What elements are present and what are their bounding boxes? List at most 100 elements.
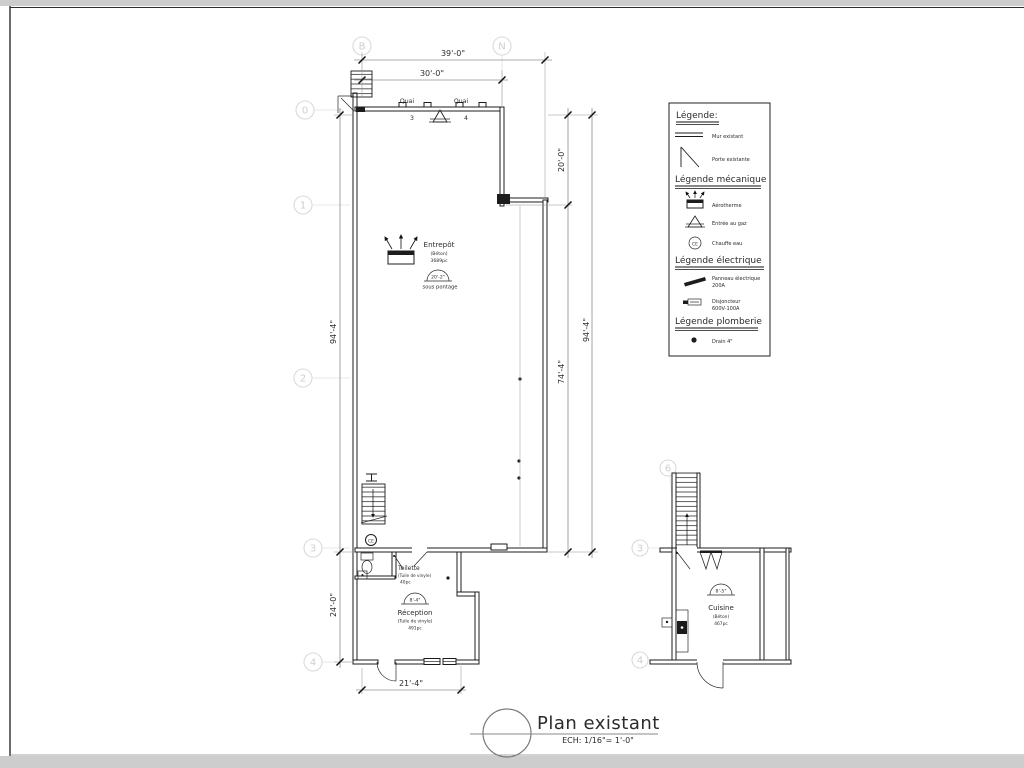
main-plan: CE [337, 70, 549, 682]
dim-right-outer: 94'-4" [582, 318, 591, 342]
dock-number: 4 [464, 115, 468, 122]
sink-icon [357, 570, 368, 580]
room-cuisine-ceiling: 8'-5" [716, 589, 727, 595]
grid-bubble-col-left: B [359, 42, 366, 53]
drain-icon [691, 337, 697, 343]
dock-bumper-icon [478, 102, 487, 108]
legend-box [668, 102, 771, 357]
grid-bubbles: B N 0 1 2 3 4 6 3 4 [293, 36, 677, 672]
room-entrepot-area: 3689pc [430, 258, 448, 264]
counter-icon [675, 609, 689, 653]
breaker-icon [683, 298, 702, 306]
room-entrepot-ceiling-note: sous pontage [423, 285, 458, 291]
door-symbol-icon [680, 146, 700, 168]
dim-right-top: 20'-0" [557, 148, 566, 172]
grid-bubble-row: 3 [310, 544, 316, 555]
title-block: Plan existant ECH: 1/16"= 1'-0" [470, 708, 660, 758]
grid-bubble-cuisine-row: 4 [637, 656, 643, 667]
room-entrepot-name: Entrepôt [424, 240, 455, 249]
ceiling-height-icon [426, 269, 450, 282]
bifold-door-icon [699, 550, 723, 571]
legend-plumb-title: Légende plomberie [675, 316, 762, 327]
room-reception-material: (Tuile de vinyle) [398, 619, 433, 625]
door-swing-icon [696, 661, 724, 689]
room-reception-area: 491pc [408, 626, 422, 632]
legend-wall-label: Mur existant [712, 134, 743, 140]
dock-label: Quai [400, 98, 415, 105]
heater-icon [384, 234, 418, 265]
gas-entry-icon [429, 109, 451, 123]
heater-icon [685, 190, 705, 209]
legend-drain-label: Drain 4" [712, 339, 733, 345]
room-reception-name: Réception [398, 609, 433, 617]
ceiling-height-icon [403, 592, 427, 605]
room-cuisine-name: Cuisine [708, 604, 734, 612]
dim-left-main: 94'-4" [329, 320, 338, 344]
drawing-scale: ECH: 1/16"= 1'-0" [562, 736, 634, 745]
dim-top-outer: 39'-0" [441, 49, 465, 58]
legend-disjoncteur-label-1: Disjoncteur [712, 299, 741, 305]
column-icon [366, 473, 377, 482]
drawing-title: Plan existant [537, 713, 660, 734]
water-heater-icon [365, 534, 377, 546]
dock-bumper-icon [398, 102, 407, 108]
water-heater-label: CE [368, 539, 374, 545]
grid-bubble-row: 1 [300, 201, 306, 212]
junction-box-icon [661, 617, 673, 628]
grid-bubble-row: 0 [302, 106, 308, 117]
grid-bubble-col-right: N [498, 42, 505, 53]
wall-reception-bottom [455, 659, 480, 665]
stair-icon [675, 472, 698, 549]
legend-chauffe-eau-label: Chauffe eau [712, 241, 742, 247]
legend-mech-title: Légende mécanique [675, 174, 767, 185]
wall-cuisine-left [671, 547, 677, 665]
wall-cuisine-right [759, 547, 765, 665]
wall-cuisine-outer [785, 547, 790, 665]
room-toilette-name: Toilette [397, 565, 420, 572]
drain-icon [446, 576, 450, 580]
dim-right-inner: 74'-4" [557, 360, 566, 384]
stair-rail [696, 472, 701, 551]
wall-entrepot-bottom [354, 547, 548, 553]
legend-panneau-label-1: Panneau électrique [712, 275, 760, 282]
room-entrepot-ceiling: 20'-2" [431, 275, 445, 281]
room-cuisine-material: (Béton) [713, 613, 730, 620]
electrical-panel-icon [684, 277, 706, 287]
exterior-stair-icon [350, 70, 373, 98]
door-swing-icon [340, 97, 355, 112]
room-toilette-area: 40pc [400, 580, 411, 586]
title-bubble-icon [482, 708, 532, 758]
grid-bubble-row: 4 [310, 658, 316, 669]
dim-bottom-reception: 21'-4" [399, 679, 423, 688]
wall-right-upper [499, 106, 505, 207]
wall-reception-bottom [352, 659, 379, 665]
stair-icon [361, 483, 386, 525]
room-entrepot-material: (Béton) [430, 250, 447, 257]
dim-top-inner: 30'-0" [420, 69, 444, 78]
legend-door-label: Porte existante [712, 157, 750, 163]
room-reception-ceiling: 8'-4" [410, 598, 421, 604]
legend-panneau-label-2: 200A [712, 283, 726, 289]
toilet-icon [360, 552, 374, 561]
wall-reception-right [456, 551, 462, 596]
legend-gaz-label: Entrée au gaz [712, 220, 747, 227]
legend-aerotherme-label: Aérotherme [712, 202, 742, 209]
gas-entry-icon [685, 215, 705, 228]
door-swing-icon [376, 661, 397, 682]
water-heater-icon [688, 236, 702, 250]
dimensions: 39'-0" 30'-0" 20'-0" 74'-4" 94'-4" 94'-4… [329, 49, 598, 695]
room-labels: Quai Quai 3 4 Entrepôt (Béton) 3689pc 20… [397, 98, 735, 632]
door-swing-icon [676, 551, 691, 570]
stair-rail [671, 472, 677, 551]
wall-reception-right-lower [474, 591, 480, 665]
wall-cuisine-top [659, 547, 792, 553]
grid-bubble-cuisine-col: 6 [665, 464, 671, 475]
legend: Légende: Mur existant Porte existante Lé… [668, 102, 771, 357]
dock-label: Quai [454, 98, 469, 105]
dim-left-bottom: 24'-0" [329, 593, 338, 617]
wall-dock [354, 106, 505, 112]
wall-right-lower [542, 199, 548, 553]
